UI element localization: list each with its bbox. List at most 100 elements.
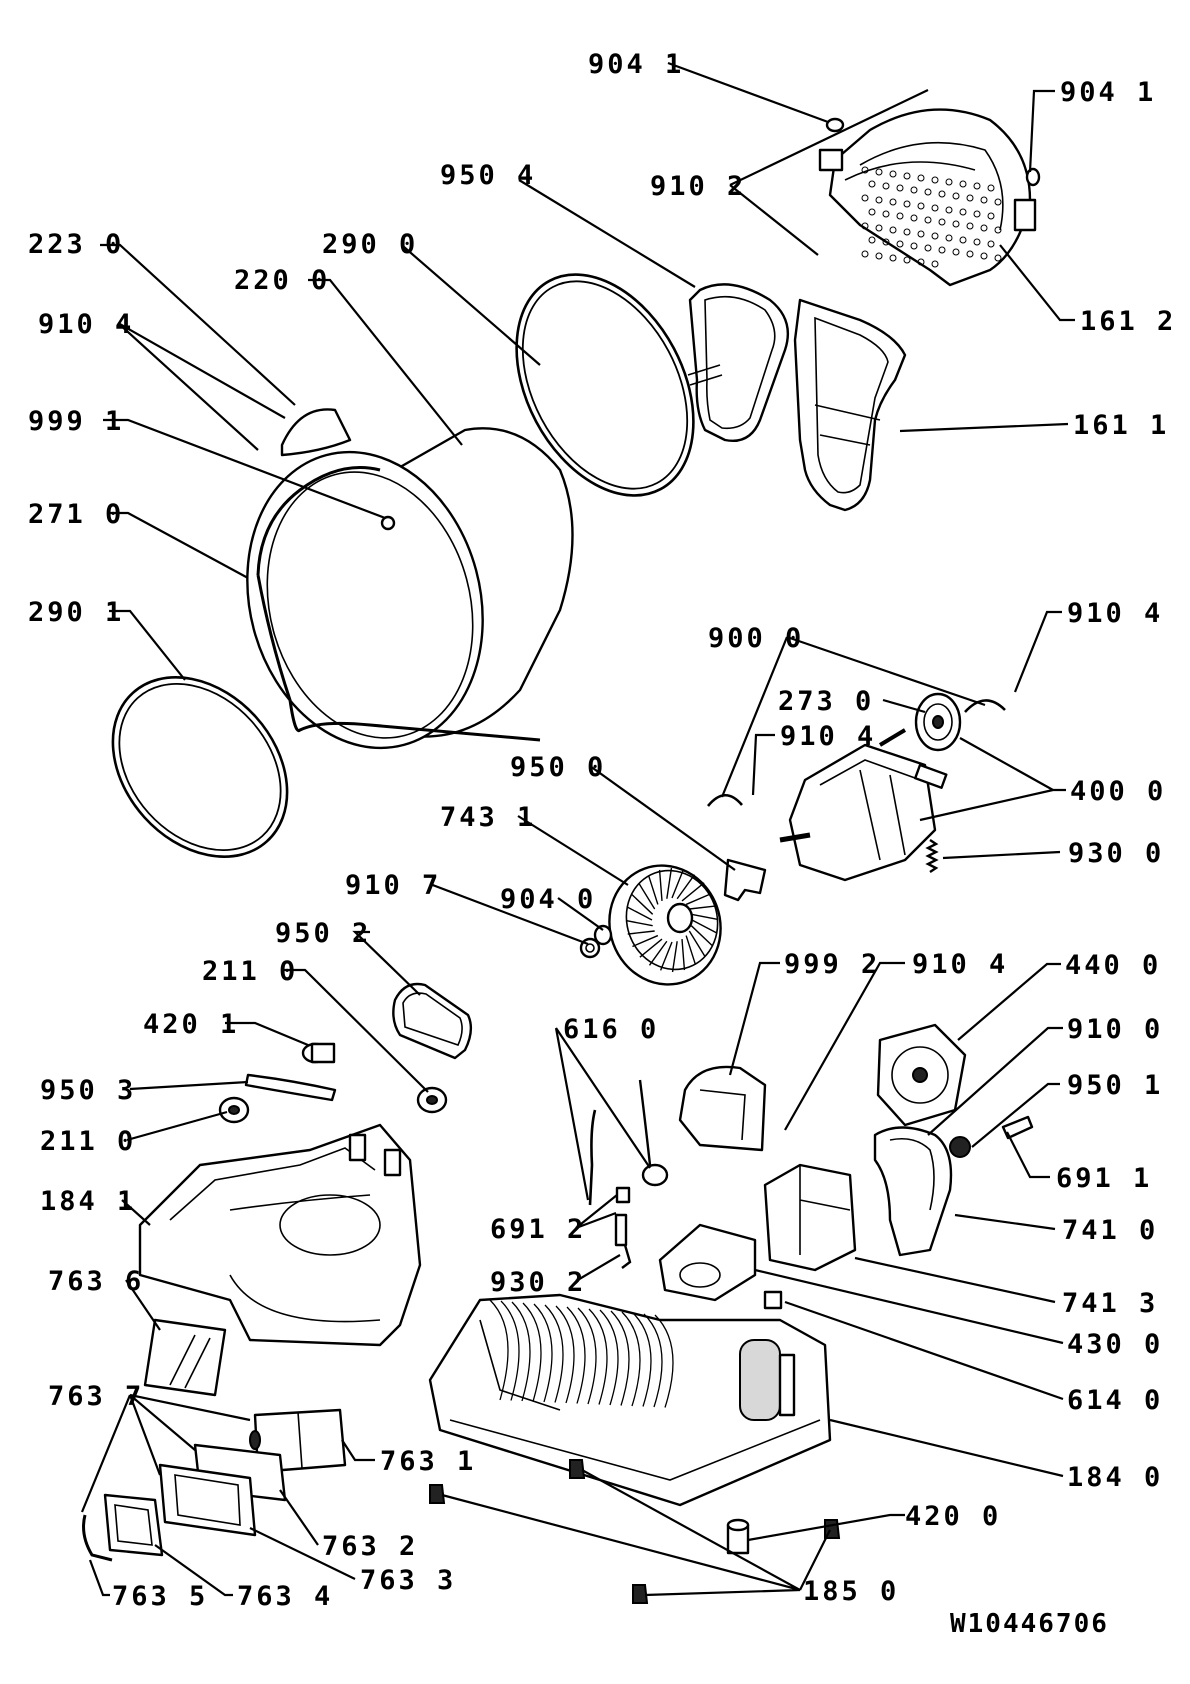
label-950-3: 950 3 [40, 1075, 136, 1106]
perforation-hole [861, 194, 869, 202]
part-223-0-drum-lifter [280, 408, 352, 457]
part-labels: 904 1 904 1 910 2 950 4 290 0 223 0 220 … [28, 49, 1176, 1639]
label-763-2: 763 2 [322, 1531, 418, 1562]
perforation-hole [917, 202, 925, 210]
perforation-hole [910, 214, 918, 222]
heat-exchanger-fin [577, 1307, 597, 1405]
label-741-3: 741 3 [1062, 1288, 1158, 1319]
perforation-hole [875, 252, 883, 260]
part-161-2-rear-housing [818, 108, 1037, 287]
heat-exchanger-fin [632, 1312, 652, 1407]
perforation-hole [896, 240, 904, 248]
perforation-pattern [861, 166, 1002, 268]
part-691-2-connector [614, 1186, 631, 1247]
part-430-0-module [658, 1223, 757, 1302]
label-400-0: 400 0 [1070, 776, 1166, 807]
label-290-1: 290 1 [28, 597, 124, 628]
part-211-0-roller-left [218, 1096, 250, 1124]
perforation-hole [994, 198, 1002, 206]
perforation-hole [917, 258, 925, 266]
label-616-0: 616 0 [563, 1014, 659, 1045]
perforation-hole [931, 204, 939, 212]
blower-blade [690, 925, 713, 946]
label-220-0: 220 0 [234, 265, 330, 296]
perforation-hole [980, 252, 988, 260]
heat-exchanger-fin [599, 1309, 619, 1406]
blower-blade [671, 941, 678, 973]
label-999-2: 999 2 [784, 949, 880, 980]
label-691-2: 691 2 [490, 1214, 586, 1245]
label-999-1: 999 1 [28, 406, 124, 437]
heat-exchanger-fins [489, 1299, 674, 1408]
leader-lines [80, 61, 1075, 1597]
blower-blade [648, 940, 668, 966]
label-420-0: 420 0 [905, 1501, 1001, 1532]
heat-exchanger-fin [643, 1313, 663, 1408]
part-950-4-gasket [687, 283, 790, 442]
perforation-hole [903, 200, 911, 208]
part-440-0-fan [876, 1023, 967, 1127]
heat-exchanger-fin [654, 1314, 674, 1408]
part-741-0-blower-housing [873, 1126, 953, 1257]
part-273-0-pulley [914, 692, 962, 752]
part-930-2-spring [621, 1244, 632, 1269]
part-185-0-foot-d [632, 1584, 649, 1604]
label-223-0: 223 0 [28, 229, 124, 260]
perforation-hole [959, 236, 967, 244]
part-290-0-seal-ring [515, 273, 695, 497]
label-763-4: 763 4 [237, 1581, 333, 1612]
label-910-4-d: 910 4 [912, 949, 1008, 980]
perforation-hole [966, 194, 974, 202]
label-910-7: 910 7 [345, 870, 441, 901]
label-420-1: 420 1 [143, 1009, 239, 1040]
blower-blade [666, 867, 673, 899]
blower-blade [676, 874, 696, 900]
label-763-1: 763 1 [380, 1446, 476, 1477]
label-614-0: 614 0 [1067, 1385, 1163, 1416]
perforation-hole [994, 226, 1002, 234]
label-184-1: 184 1 [40, 1186, 136, 1217]
part-900-0-clip-lower [706, 793, 743, 807]
label-910-4-c: 910 4 [780, 721, 876, 752]
label-691-1: 691 1 [1056, 1163, 1152, 1194]
part-904-1-screw-left [825, 117, 845, 133]
perforation-hole [889, 170, 897, 178]
perforation-hole [910, 186, 918, 194]
part-691-1-connector [1001, 1115, 1034, 1140]
perforation-hole [924, 244, 932, 252]
part-763-3-filter-frame [158, 1463, 257, 1537]
part-211-0-roller-right [416, 1086, 448, 1114]
heat-exchanger-fin [489, 1299, 509, 1401]
part-999-2-duct [678, 1065, 767, 1152]
label-904-1-a: 904 1 [588, 49, 684, 80]
label-161-2: 161 2 [1080, 306, 1176, 337]
perforation-hole [868, 236, 876, 244]
perforation-hole [987, 212, 995, 220]
perforation-hole [917, 230, 925, 238]
part-614-0-sensor [763, 1290, 783, 1310]
perforation-hole [966, 250, 974, 258]
part-741-3-duct-box [763, 1163, 857, 1272]
blower-blade [688, 930, 706, 957]
part-616-0-thermostat [588, 1079, 669, 1206]
perforation-hole [896, 212, 904, 220]
perforation-hole [952, 220, 960, 228]
heat-exchanger-fin [566, 1306, 586, 1404]
label-910-2: 910 2 [650, 171, 746, 202]
label-900-0: 900 0 [708, 623, 804, 654]
perforation-hole [903, 172, 911, 180]
heat-exchanger-fin [533, 1303, 553, 1403]
blower-blade [658, 869, 663, 902]
label-161-1: 161 1 [1073, 410, 1169, 441]
part-904-0-nut [593, 924, 613, 946]
part-743-1-blower-wheel [608, 864, 722, 986]
perforation-hole [973, 210, 981, 218]
label-184-0: 184 0 [1067, 1462, 1163, 1493]
label-763-7: 763 7 [48, 1381, 144, 1412]
label-950-0: 950 0 [510, 752, 606, 783]
heat-exchanger-fin [621, 1311, 641, 1407]
perforation-hole [994, 254, 1002, 262]
perforation-hole [931, 260, 939, 268]
part-763-5-handle [82, 1514, 113, 1562]
